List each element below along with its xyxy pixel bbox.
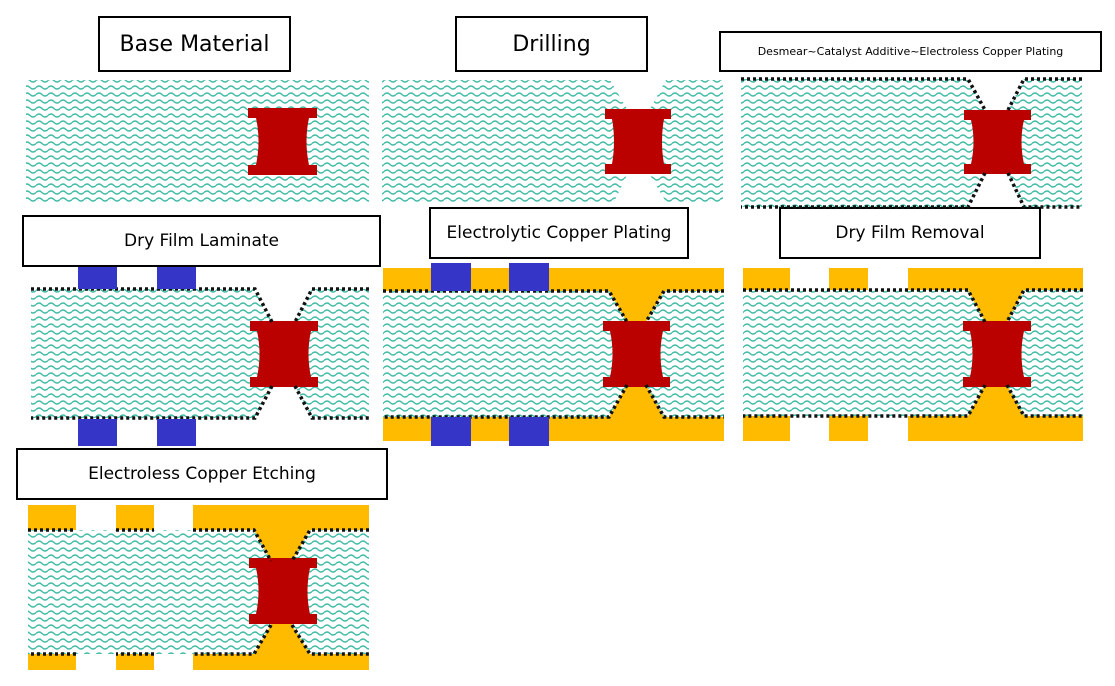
plated-copper <box>116 505 154 530</box>
plated-copper <box>743 268 790 290</box>
panel-electroless-copper-etching <box>28 505 369 670</box>
panel-dry-film-laminate <box>31 267 369 446</box>
panel-electrolytic-copper-plating <box>383 263 724 446</box>
step-label-dry-film-removal: Dry Film Removal <box>779 207 1041 259</box>
copper-via <box>249 558 317 624</box>
step-label-drilling: Drilling <box>455 16 648 72</box>
plated-copper <box>743 416 790 441</box>
dry-film <box>431 263 471 291</box>
dry-film <box>78 419 117 446</box>
step-label-desmear: Desmear~Catalyst Additive~Electroless Co… <box>719 31 1102 72</box>
copper-via <box>605 109 671 174</box>
dry-film <box>509 417 549 446</box>
copper-via <box>250 321 318 387</box>
substrate <box>28 530 271 654</box>
panel-base-material <box>26 80 369 202</box>
seed-layer <box>28 528 369 656</box>
copper-via <box>603 321 670 387</box>
substrate <box>382 80 627 202</box>
copper-via <box>248 108 317 175</box>
dry-film <box>157 419 196 446</box>
plated-copper <box>116 654 154 670</box>
dry-film <box>509 263 549 291</box>
dry-film <box>157 267 196 289</box>
substrate <box>743 290 985 416</box>
substrate <box>741 79 985 207</box>
step-label-dry-film-laminate: Dry Film Laminate <box>22 215 381 267</box>
dry-film <box>78 267 117 289</box>
step-label-electroless-copper-etching: Electroless Copper Etching <box>16 448 388 500</box>
seed-layer <box>741 77 1082 209</box>
plated-copper <box>829 416 868 441</box>
plated-copper <box>829 268 868 290</box>
plated-copper <box>28 505 76 530</box>
step-label-base-material: Base Material <box>98 16 291 72</box>
seed-layer <box>31 287 369 420</box>
substrate <box>383 291 627 417</box>
panel-drilling <box>382 80 723 202</box>
seed-layer <box>743 288 1083 418</box>
panel-desmear <box>741 77 1082 209</box>
step-label-electrolytic-copper-plating: Electrolytic Copper Plating <box>429 207 689 259</box>
panel-dry-film-removal <box>743 268 1083 441</box>
copper-via <box>964 110 1031 174</box>
seed-layer <box>383 289 724 419</box>
substrate <box>31 289 272 418</box>
dry-film <box>431 417 471 446</box>
plated-copper <box>28 654 76 670</box>
copper-via <box>963 321 1031 387</box>
plated-copper <box>383 268 724 441</box>
substrate <box>26 80 369 202</box>
